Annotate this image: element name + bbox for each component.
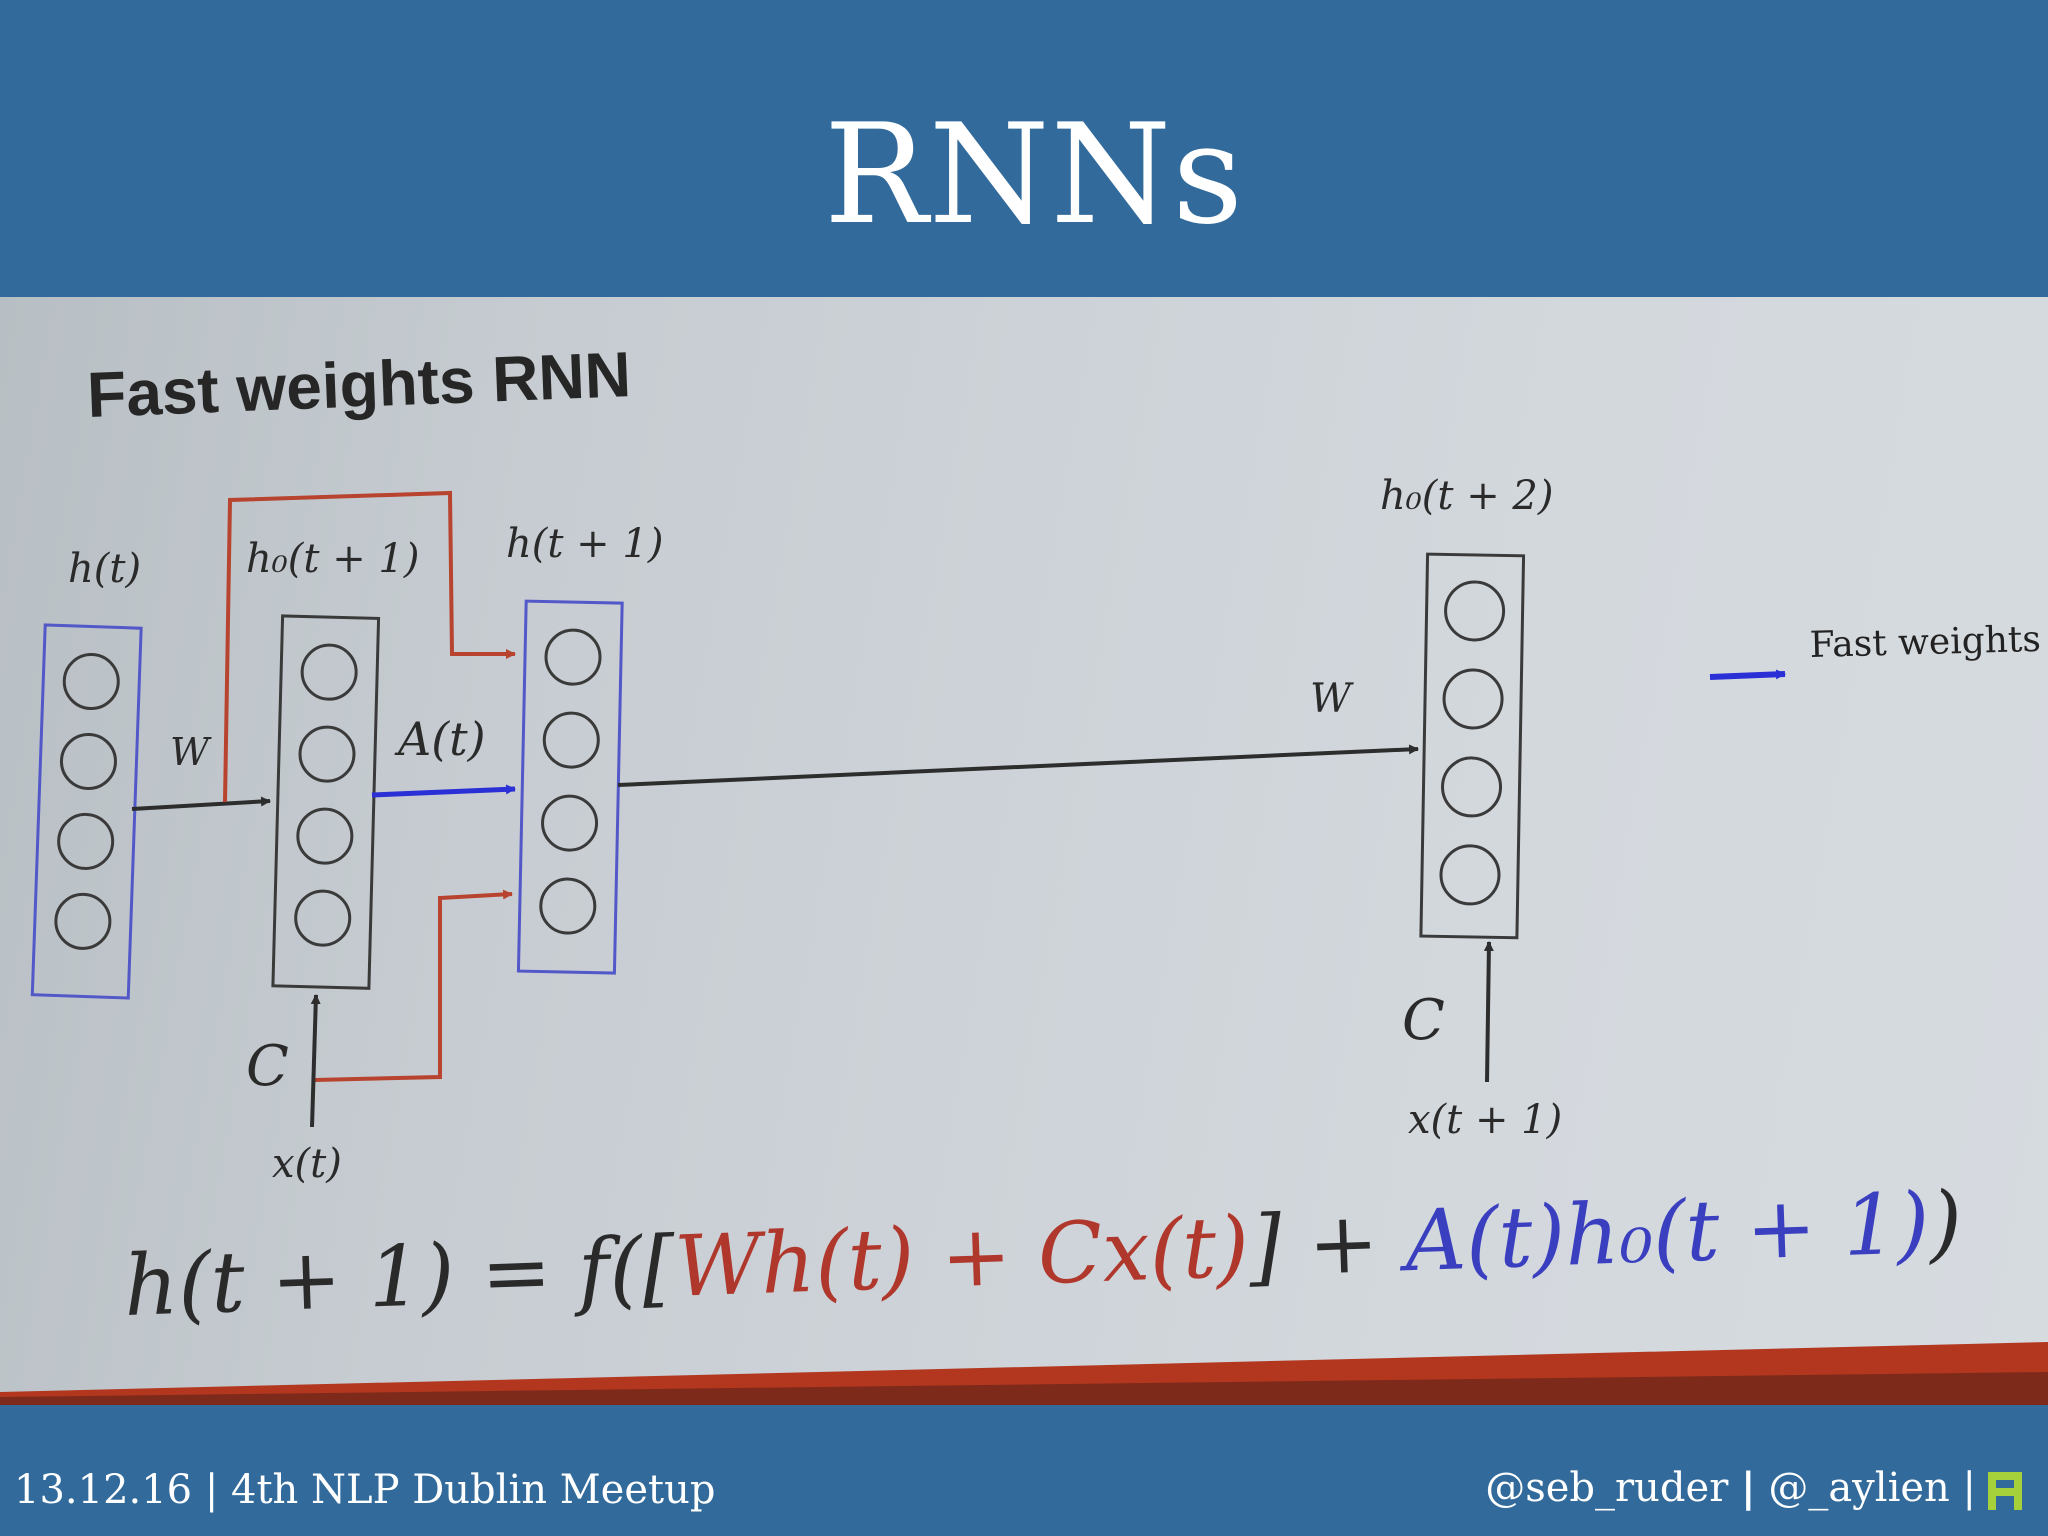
aylien-logo-icon: [1988, 1472, 2022, 1510]
layer-h-t: [30, 623, 143, 1000]
footer-handles: @seb_ruder | @_aylien |: [1485, 1460, 1976, 1516]
layer-h0-t2: [1419, 552, 1526, 940]
arrow-c-right: [1483, 941, 1494, 1083]
equation-red-term: Wh(t) + Cx(t): [673, 1198, 1251, 1316]
equation-end: ): [1926, 1173, 1964, 1272]
label-h0-t2: h₀(t + 2): [1380, 473, 1553, 519]
label-c-right: C: [1402, 988, 1445, 1053]
footer-separator: |: [1962, 1465, 1976, 1511]
arrow-w-right: [617, 744, 1419, 787]
slide-photo: Fast weights RNN: [0, 297, 2048, 1405]
arrow-red-top: [223, 490, 516, 803]
slide-header: RNNs: [0, 0, 2048, 297]
legend-arrow: [1709, 669, 1786, 680]
handle-seb-ruder[interactable]: @seb_ruder: [1485, 1465, 1729, 1511]
layer-h-t1: [516, 599, 624, 975]
arrow-red-bottom: [314, 889, 513, 1082]
slide-footer: [0, 1405, 2048, 1536]
label-x-t1: x(t + 1): [1408, 1097, 1562, 1143]
arrow-w-left: [131, 796, 271, 811]
equation: h(t + 1) = f([Wh(t) + Cx(t)] + A(t)h₀(t …: [122, 1173, 1963, 1335]
label-a-t: A(t): [394, 712, 486, 766]
footer-event: 13.12.16 | 4th NLP Dublin Meetup: [14, 1467, 716, 1513]
handle-aylien[interactable]: @_aylien: [1768, 1465, 1950, 1511]
equation-lhs: h(t + 1) = f([: [122, 1218, 677, 1335]
equation-mid: ] +: [1246, 1192, 1407, 1295]
diagram-heading: Fast weights RNN: [86, 338, 632, 431]
arrow-c-left: [310, 994, 321, 1128]
slide-title: RNNs: [823, 94, 1245, 255]
footer-separator: |: [1741, 1464, 1756, 1511]
label-w-right: W: [1310, 676, 1354, 722]
label-x-t: x(t): [272, 1141, 342, 1187]
label-h-t: h(t): [68, 546, 141, 592]
layer-h0-t1: [271, 614, 381, 990]
arrow-a-t: [371, 784, 516, 798]
label-c-left: C: [246, 1034, 289, 1099]
label-w-left: W: [170, 730, 212, 774]
legend-label: Fast weights: [1809, 619, 2041, 666]
label-h-t1: h(t + 1): [506, 521, 663, 567]
fast-weights-diagram: Fast weights RNN: [0, 338, 2048, 1405]
equation-blue-term: A(t)h₀(t + 1): [1397, 1174, 1931, 1290]
label-h0-t1: h₀(t + 1): [246, 536, 419, 582]
